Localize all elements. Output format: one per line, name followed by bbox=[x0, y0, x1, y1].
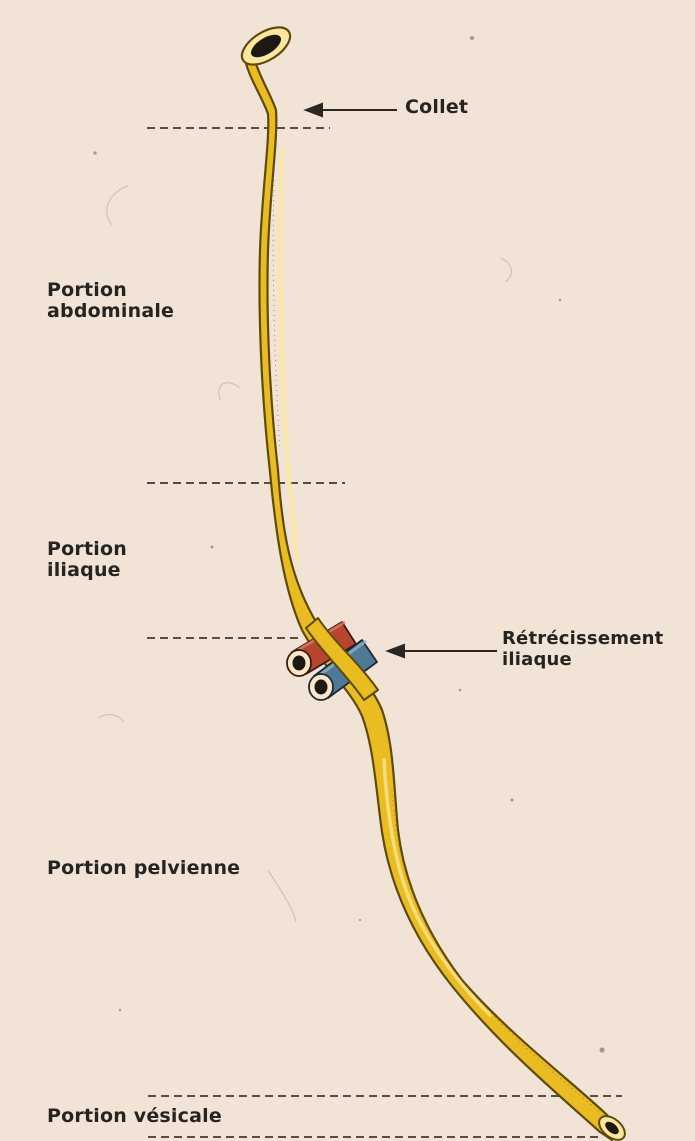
label-portion-vesicale: Portion vésicale bbox=[47, 1106, 222, 1127]
label-portion-pelvienne: Portion pelvienne bbox=[47, 858, 240, 879]
ureter-body bbox=[244, 46, 620, 1140]
ureter bbox=[236, 20, 630, 1141]
iliac-vessels bbox=[287, 618, 378, 700]
label-portion-abdominale-line1: Portion bbox=[47, 280, 174, 301]
ureter-highlight bbox=[280, 150, 298, 560]
label-collet: Collet bbox=[405, 97, 468, 118]
arrow-retrecissement-head bbox=[388, 645, 404, 657]
label-portion-iliaque: Portion iliaque bbox=[47, 539, 127, 581]
label-portion-iliaque-line2: iliaque bbox=[47, 560, 127, 581]
label-portion-abdominale: Portion abdominale bbox=[47, 280, 174, 322]
label-retrecissement-line2: iliaque bbox=[502, 649, 663, 670]
label-retrecissement-iliaque: Rétrécissement iliaque bbox=[502, 628, 663, 670]
label-retrecissement-line1: Rétrécissement bbox=[502, 628, 663, 649]
paper-specks bbox=[93, 36, 604, 1053]
label-portion-iliaque-line1: Portion bbox=[47, 539, 127, 560]
pointer-arrows bbox=[306, 104, 497, 657]
arrow-collet-head bbox=[306, 104, 322, 116]
label-portion-abdominale-line2: abdominale bbox=[47, 301, 174, 322]
